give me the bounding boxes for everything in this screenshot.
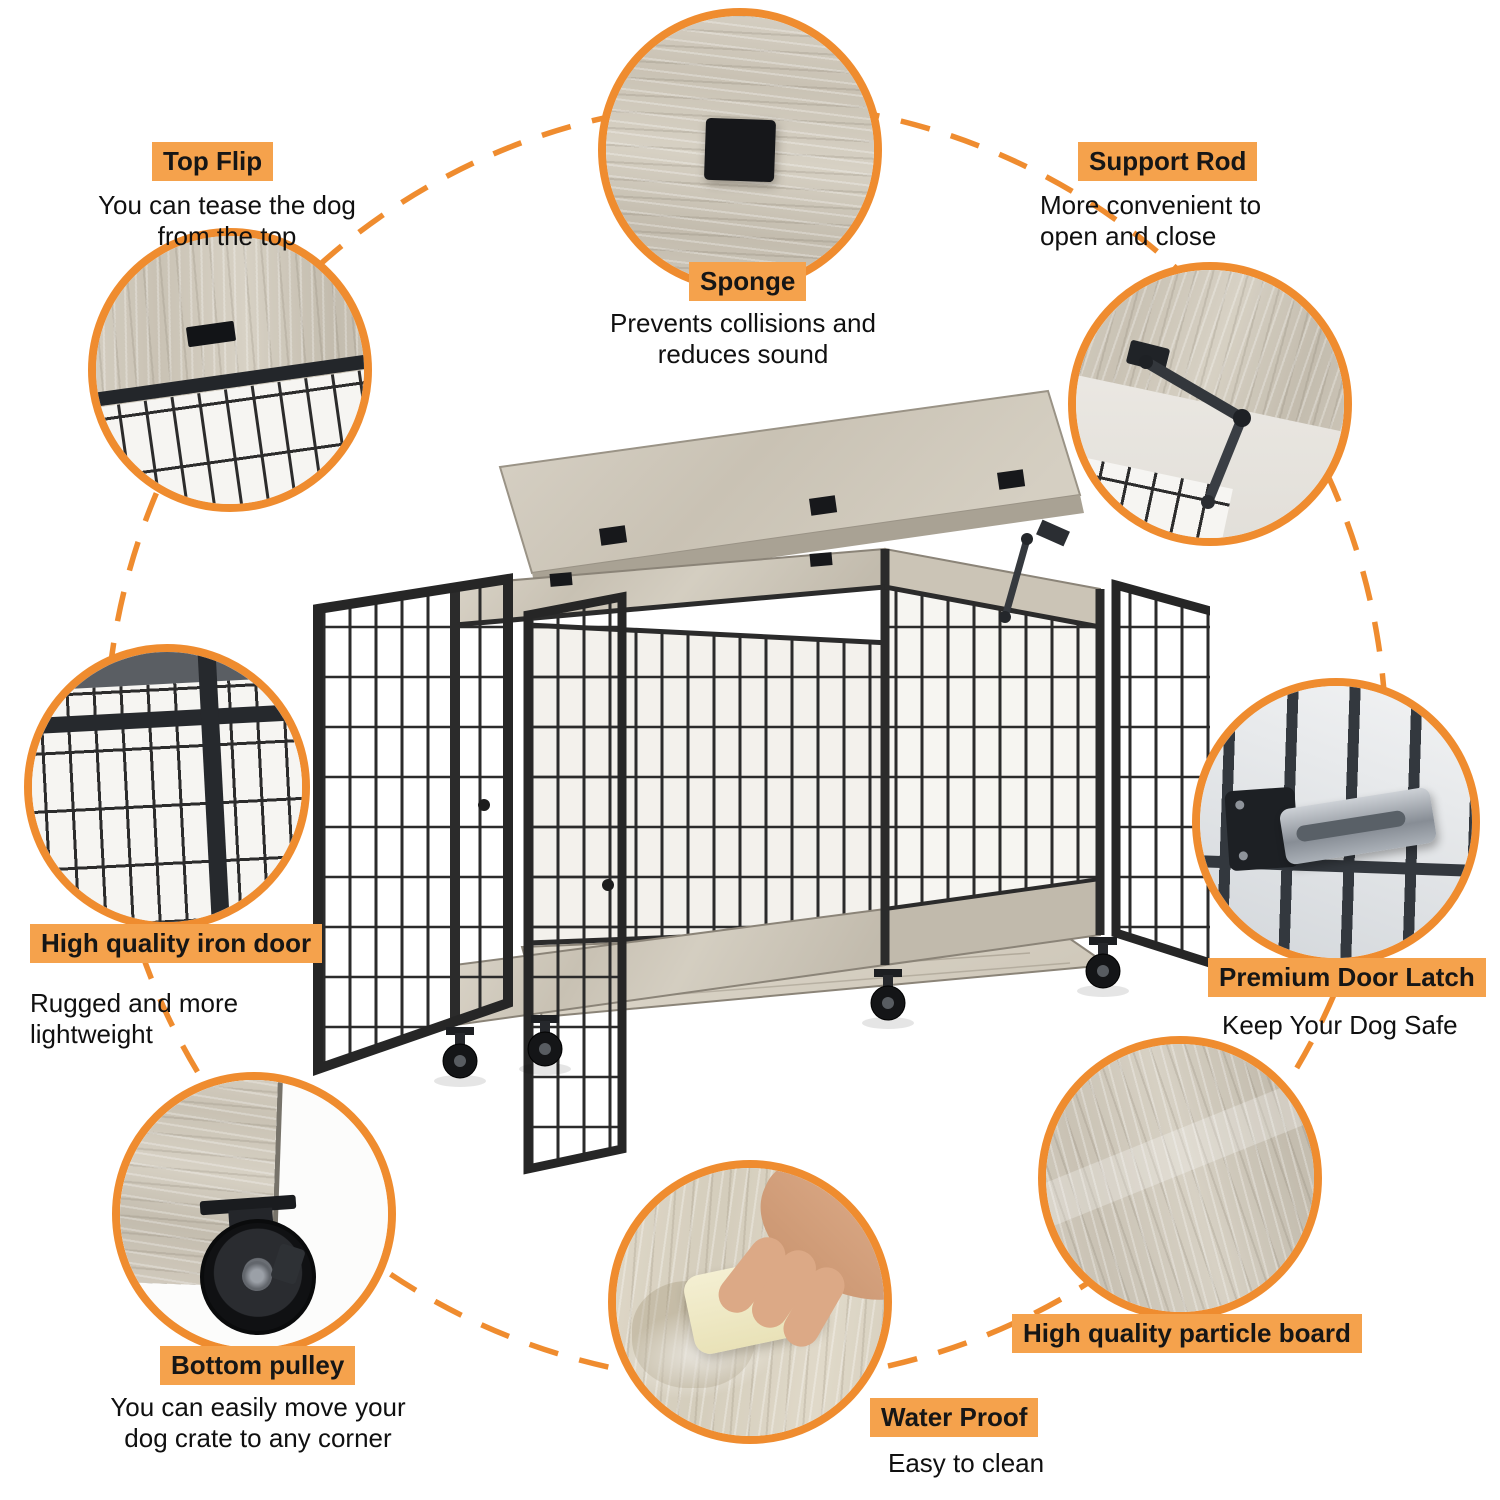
front-left-door (313, 573, 513, 1077)
support-rod-description: More convenient to open and close (1040, 190, 1262, 252)
top-flip-photo (88, 228, 372, 512)
lid-support-rod (1001, 538, 1031, 618)
bottom-pulley-photo (112, 1072, 396, 1356)
water-proof-label: Water Proof (870, 1398, 1039, 1437)
screw (1235, 800, 1245, 811)
support-rod-photo (1068, 262, 1352, 546)
crate-open-doors (313, 573, 1210, 1175)
top-flip-label: Top Flip (152, 142, 274, 181)
water-proof-description: Easy to clean (888, 1448, 1045, 1478)
support-rod-arm (1126, 340, 1251, 509)
particle-board-label: High quality particle board (1012, 1314, 1362, 1353)
bottom-pulley-label: Bottom pulley (160, 1346, 356, 1385)
screw (1238, 851, 1249, 862)
sponge-description: Prevents collisions and reduces sound (610, 308, 876, 370)
front-center-door (523, 591, 627, 1175)
iron-door-photo (24, 644, 310, 930)
sponge-label: Sponge (689, 262, 807, 301)
door-latch-label: Premium Door Latch (1208, 958, 1486, 997)
wheel-hub (242, 1261, 273, 1292)
dog-crate-product-image (313, 389, 1210, 1175)
iron-door-label: High quality iron door (30, 924, 323, 963)
iron-door-description: Rugged and more lightweight (30, 988, 239, 1050)
bottom-pulley-description: You can easily move your dog crate to an… (110, 1392, 406, 1454)
door-latch-photo (1192, 678, 1480, 966)
water-proof-photo (608, 1160, 892, 1444)
crate-side-mesh-panel (883, 584, 1102, 912)
particle-board-photo (1038, 1036, 1322, 1320)
sponge-pad (703, 117, 777, 183)
latch-slot (1294, 809, 1407, 843)
door-latch-description: Keep Your Dog Safe (1222, 1010, 1458, 1040)
sponge-photo (598, 8, 882, 292)
side-right-door (1111, 579, 1210, 968)
support-rod-label: Support Rod (1078, 142, 1258, 181)
crate-casters (434, 937, 1129, 1087)
top-flip-description: You can tease the dog from the top (98, 190, 356, 252)
